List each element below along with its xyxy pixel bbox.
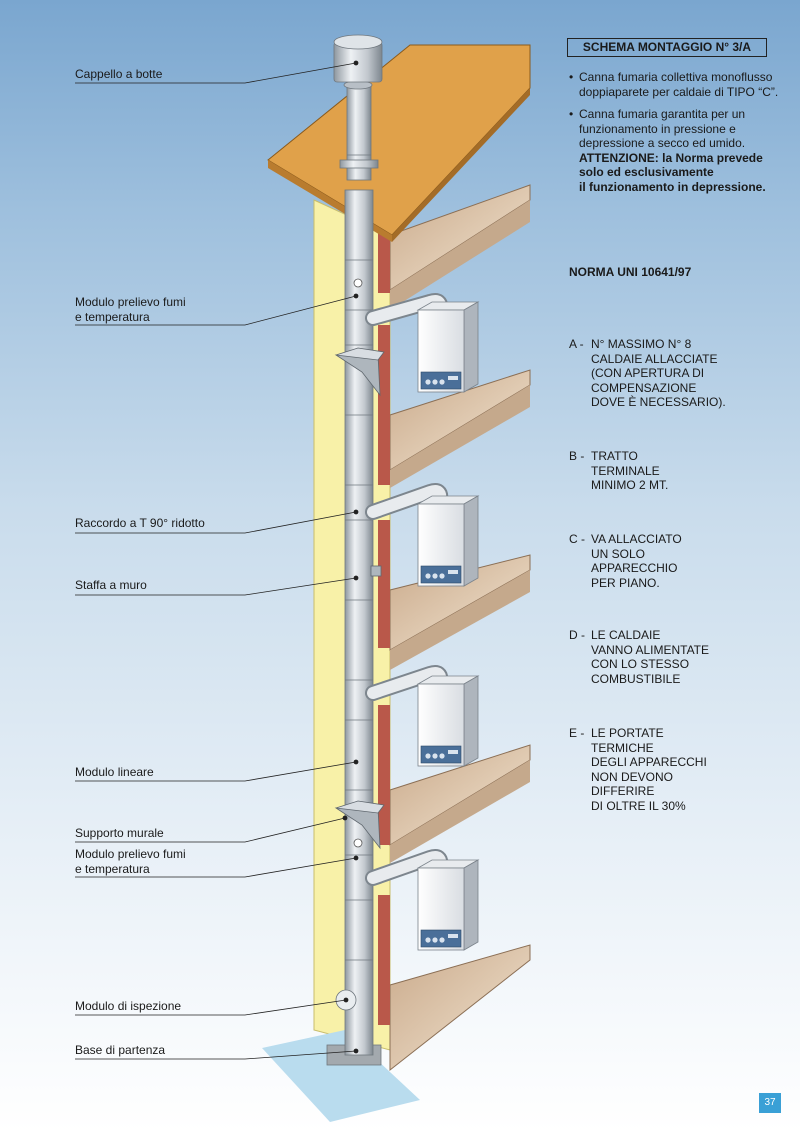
callout-label: Modulo prelievo fumi e temperatura <box>75 847 186 876</box>
note-item: C - VA ALLACCIATO UN SOLO APPARECCHIO PE… <box>569 532 682 590</box>
floor-slab <box>389 944 531 1072</box>
callout-label: Staffa a muro <box>75 578 147 592</box>
callout-label: Supporto murale <box>75 826 164 840</box>
note-letter: A - <box>569 337 584 351</box>
boiler <box>417 495 479 587</box>
note-text: LE PORTATE TERMICHE DEGLI APPARECCHI NON… <box>591 726 707 813</box>
note-item: B - TRATTO TERMINALE MINIMO 2 MT. <box>569 449 668 493</box>
note-text: N° MASSIMO N° 8 CALDAIE ALLACCIATE (CON … <box>591 337 726 410</box>
bullet-icon: • <box>569 70 574 84</box>
boiler <box>417 675 479 767</box>
callout-label: Cappello a botte <box>75 67 163 81</box>
warning-text: ATTENZIONE: la Norma prevede solo ed esc… <box>579 150 766 194</box>
callout-label: Modulo prelievo fumi e temperatura <box>75 295 186 324</box>
boiler <box>417 301 479 393</box>
page-number: 37 <box>759 1093 781 1113</box>
callout-label: Base di partenza <box>75 1043 166 1057</box>
leader-lines <box>75 60 359 1060</box>
description-item: • Canna fumaria collettiva monoflusso do… <box>569 70 779 99</box>
note-letter: C - <box>569 532 585 546</box>
description-list: • Canna fumaria collettiva monoflusso do… <box>569 70 789 202</box>
note-text: TRATTO TERMINALE MINIMO 2 MT. <box>591 449 669 493</box>
note-item: D - LE CALDAIE VANNO ALIMENTATE CON LO S… <box>569 628 709 686</box>
standard-reference: NORMA UNI 10641/97 <box>569 265 692 279</box>
note-text: VA ALLACCIATO UN SOLO APPARECCHIO PER PI… <box>591 532 682 590</box>
boiler <box>417 859 479 951</box>
callout-label: Raccordo a T 90° ridotto <box>75 516 205 530</box>
bullet-icon: • <box>569 107 574 121</box>
note-letter: E - <box>569 726 585 740</box>
callout-label: Modulo di ispezione <box>75 999 182 1013</box>
note-letter: B - <box>569 449 585 463</box>
diagram-title: SCHEMA MONTAGGIO N° 3/A <box>567 38 767 57</box>
callout-label: Modulo lineare <box>75 765 154 779</box>
note-item: E - LE PORTATE TERMICHE DEGLI APPARECCHI… <box>569 726 707 814</box>
note-item: A - N° MASSIMO N° 8 CALDAIE ALLACCIATE (… <box>569 337 726 410</box>
description-item: • Canna fumaria garantita per un funzion… <box>569 107 789 194</box>
flue-pipe <box>344 189 374 1056</box>
note-letter: D - <box>569 628 585 642</box>
note-text: LE CALDAIE VANNO ALIMENTATE CON LO STESS… <box>591 628 710 686</box>
